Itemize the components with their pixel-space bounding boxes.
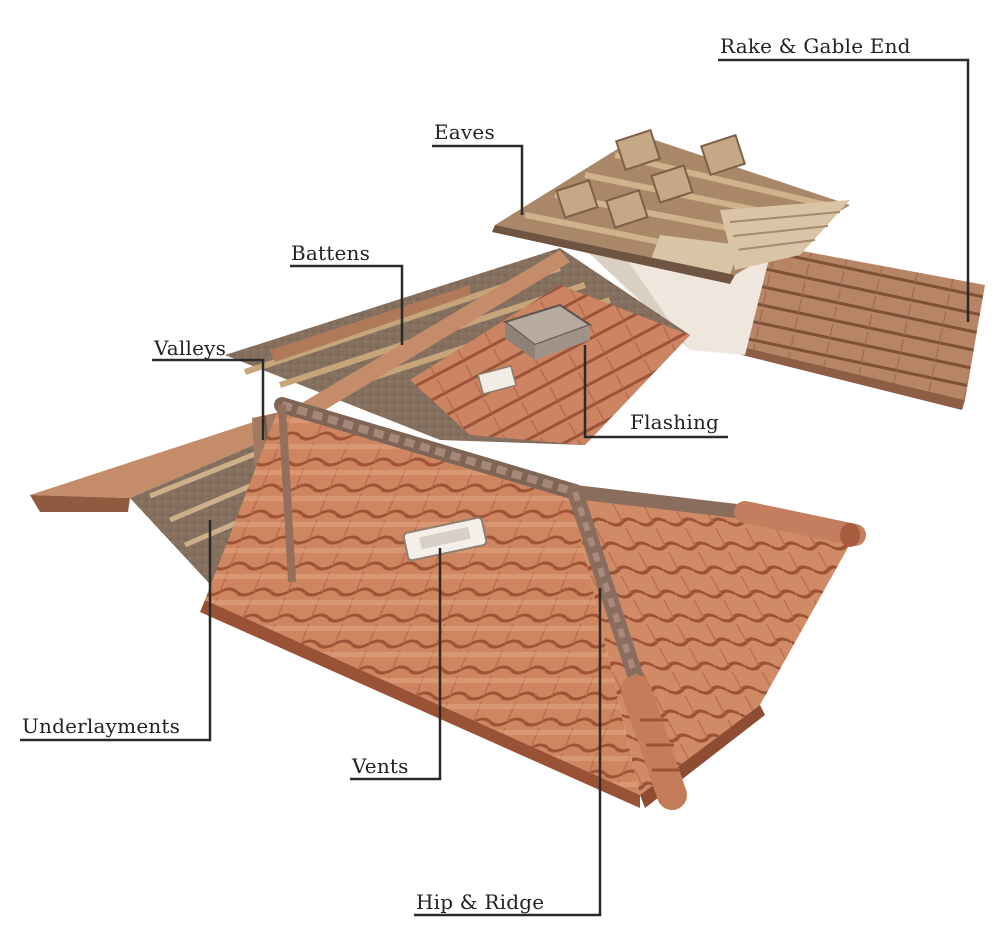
label-valleys: Valleys [154, 336, 227, 360]
label-flashing: Flashing [630, 410, 720, 434]
label-hip-ridge: Hip & Ridge [416, 890, 545, 914]
label-rake-gable-end: Rake & Gable End [720, 34, 911, 58]
label-vents: Vents [352, 754, 409, 778]
leader-lines [20, 58, 970, 917]
label-eaves: Eaves [434, 120, 495, 144]
label-battens: Battens [291, 241, 371, 265]
label-underlayments: Underlayments [22, 714, 181, 738]
